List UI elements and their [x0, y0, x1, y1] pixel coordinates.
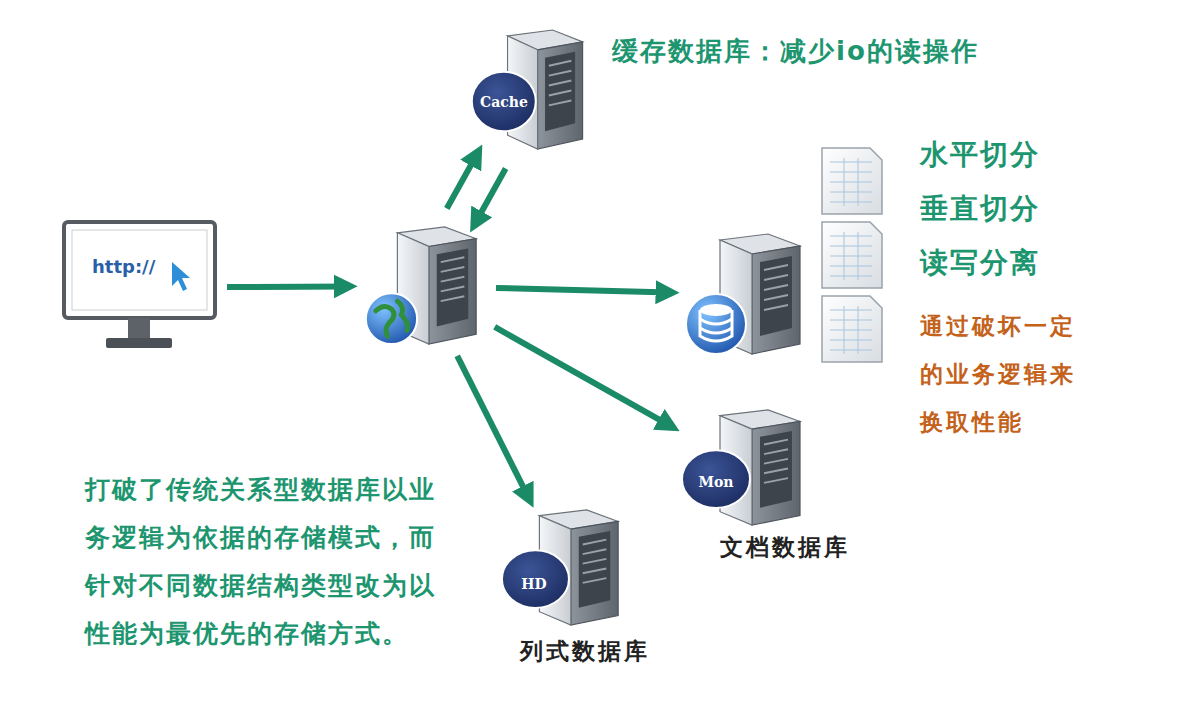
flow-arrow	[227, 283, 348, 290]
strategy-note: 通过破坏一定的业务逻辑来换取性能	[920, 302, 1080, 446]
server-icon	[470, 28, 592, 152]
server-node: HD列式数据库	[500, 508, 628, 628]
flow-arrow	[447, 153, 478, 209]
server-node	[358, 225, 486, 347]
server-node: Mon文档数据库	[680, 408, 810, 528]
flow-arrow	[495, 327, 672, 426]
flow-arrow	[457, 356, 529, 499]
badge-label: Mon	[698, 474, 733, 490]
strategy-item: 垂直切分	[920, 190, 1040, 228]
server-icon	[500, 508, 628, 628]
note-text: 打破了传统关系型数据库以业务逻辑为依据的存储模式，而针对不同数据结构类型改为以性…	[85, 466, 457, 658]
strategy-item: 水平切分	[920, 136, 1040, 174]
strategy-item: 读写分离	[920, 244, 1040, 282]
badge-label: HD	[521, 576, 546, 592]
db-caption: 列式数据库	[520, 636, 650, 667]
db-caption: 文档数据库	[720, 532, 850, 563]
server-icon	[680, 232, 810, 357]
server-node: Cache缓存数据库：减少io的读操作	[470, 28, 592, 152]
flow-arrow	[475, 169, 506, 225]
browser-monitor	[62, 220, 217, 355]
server-node: 水平切分垂直切分读写分离通过破坏一定的业务逻辑来换取性能	[680, 232, 810, 357]
browser-node: http://	[62, 220, 217, 355]
server-icon	[680, 408, 810, 528]
document-icons	[822, 148, 882, 362]
server-icon	[358, 225, 486, 347]
url-text: http://	[92, 256, 155, 277]
db-caption: 缓存数据库：减少io的读操作	[612, 34, 979, 69]
badge-label: Cache	[480, 94, 528, 110]
flow-arrow	[496, 288, 670, 293]
